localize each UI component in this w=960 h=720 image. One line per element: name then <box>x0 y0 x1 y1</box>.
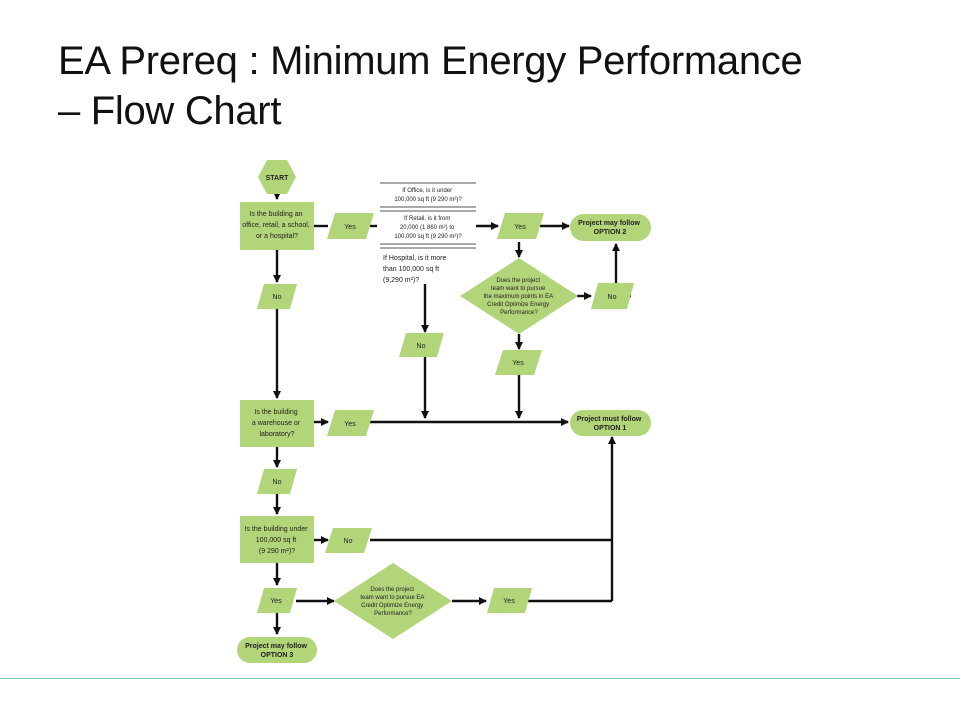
terminal-option-3: Project may follow OPTION 3 <box>237 637 317 663</box>
criteria-office-line: If Office, is it under <box>402 188 452 194</box>
question-size-line: Is the building under <box>245 526 309 533</box>
svg-text:If Retail, is it from 20: If Retail, is it from 20,000 (1 860 m²) … <box>394 216 462 240</box>
terminal-option-1-line: OPTION 1 <box>594 425 627 432</box>
svg-text:Is the building a wareho: Is the building a warehouse or laborator… <box>252 409 302 438</box>
answer-no-label: No <box>417 343 426 350</box>
terminal-option-3-line: OPTION 3 <box>261 652 294 659</box>
criteria-retail-line: 100,000 sq ft (9 290 m²)? <box>394 234 462 240</box>
svg-text:Project must follow OPTI: Project must follow OPTION 1 <box>577 416 644 432</box>
answer-yes-2: Yes <box>497 213 544 239</box>
answer-no-1: No <box>257 284 297 309</box>
terminal-option-2-line: OPTION 2 <box>594 229 627 236</box>
answer-no-label: No <box>608 294 617 301</box>
question-max-points-line: Performance? <box>500 310 538 316</box>
answer-yes-5: Yes <box>257 588 297 613</box>
footer-rule <box>0 678 960 679</box>
criteria-list: If Office, is it under 100,000 sq ft (9 … <box>380 182 476 284</box>
svg-text:Project may follow OPTIO: Project may follow OPTION 2 <box>578 220 642 236</box>
question-warehouse-line: laboratory? <box>259 431 294 438</box>
criteria-hospital-line: than 100,000 sq ft <box>383 266 439 273</box>
terminal-option-3-line: Project may follow <box>245 643 307 650</box>
start-node: START <box>258 160 296 194</box>
answer-no-4: No <box>257 469 297 494</box>
question-warehouse-line: a warehouse or <box>252 420 301 427</box>
question-size: Is the building under 100,000 sq ft (9 2… <box>240 516 314 563</box>
question-building-type-line: or a hospital? <box>256 233 298 240</box>
terminal-option-2: Project may follow OPTION 2 <box>570 214 651 241</box>
terminal-option-1: Project must follow OPTION 1 <box>570 410 651 436</box>
svg-text:Project may follow OPTIO: Project may follow OPTION 3 <box>245 643 309 659</box>
terminal-option-1-line: Project must follow <box>577 416 642 423</box>
question-pursue-ea-line: Credit Optimize Energy <box>361 603 423 609</box>
answer-yes-label: Yes <box>503 598 515 605</box>
flow-edges <box>273 192 631 635</box>
question-max-points-line: the maximum points in EA <box>483 294 553 300</box>
criteria-hospital-line: If Hospital, is it more <box>383 255 447 262</box>
answer-no-5: No <box>325 528 372 553</box>
answer-yes-3: Yes <box>495 350 542 375</box>
question-pursue-ea-line: team want to pursue EA <box>360 595 424 601</box>
question-warehouse: Is the building a warehouse or laborator… <box>240 400 314 447</box>
svg-text:Is the building an offic: Is the building an office, retail, a sch… <box>242 211 312 240</box>
answer-no-2: No <box>591 283 634 309</box>
question-pursue-ea: Does the project team want to pursue EA … <box>334 563 452 639</box>
criteria-office-line: 100,000 sq ft (9 290 m²)? <box>394 197 462 203</box>
question-max-points-line: Does the project <box>496 278 540 284</box>
criteria-hospital-line: (9,290 m²)? <box>383 277 419 284</box>
answer-yes-4: Yes <box>327 410 374 436</box>
terminal-option-2-line: Project may follow <box>578 220 640 227</box>
answer-yes-1: Yes <box>327 213 374 239</box>
answer-yes-label: Yes <box>344 421 356 428</box>
answer-yes-label: Yes <box>514 224 526 231</box>
question-max-points-line: Credit Optimize Energy <box>487 302 549 308</box>
svg-text:If Hospital, is it more: If Hospital, is it more than 100,000 sq … <box>383 255 448 284</box>
answer-yes-6: Yes <box>487 588 532 613</box>
answer-yes-label: Yes <box>270 598 282 605</box>
question-size-line: 100,000 sq ft <box>256 537 297 544</box>
svg-text:Is the building under 10: Is the building under 100,000 sq ft (9 2… <box>245 526 310 555</box>
question-warehouse-line: Is the building <box>254 409 297 416</box>
answer-no-label: No <box>273 294 282 301</box>
question-building-type-line: Is the building an <box>250 211 303 218</box>
answer-yes-label: Yes <box>344 224 356 231</box>
criteria-retail-line: If Retail, is it from <box>404 216 450 222</box>
answer-no-label: No <box>344 538 353 545</box>
svg-text:Does the project team wa: Does the project team want to pursue the… <box>483 278 554 316</box>
question-building-type: Is the building an office, retail, a sch… <box>240 202 314 250</box>
question-size-line: (9 290 m²)? <box>259 548 295 555</box>
answer-no-3: No <box>399 333 444 357</box>
svg-text:Does the project team wa: Does the project team want to pursue EA … <box>360 587 425 617</box>
question-pursue-ea-line: Performance? <box>374 611 412 617</box>
question-max-points: Does the project team want to pursue the… <box>460 258 578 334</box>
question-building-type-line: office, retail, a school, <box>242 222 310 229</box>
slide-title: EA Prereq : Minimum Energy Performance –… <box>58 39 803 133</box>
criteria-retail-line: 20,000 (1 860 m²) to <box>400 225 455 231</box>
svg-text:If Office, is it under 1: If Office, is it under 100,000 sq ft (9 … <box>394 188 462 203</box>
question-max-points-line: team want to pursue <box>491 286 546 292</box>
question-pursue-ea-line: Does the project <box>370 587 414 593</box>
answer-yes-label: Yes <box>512 360 524 367</box>
start-label: START <box>266 175 290 182</box>
answer-no-label: No <box>273 479 282 486</box>
